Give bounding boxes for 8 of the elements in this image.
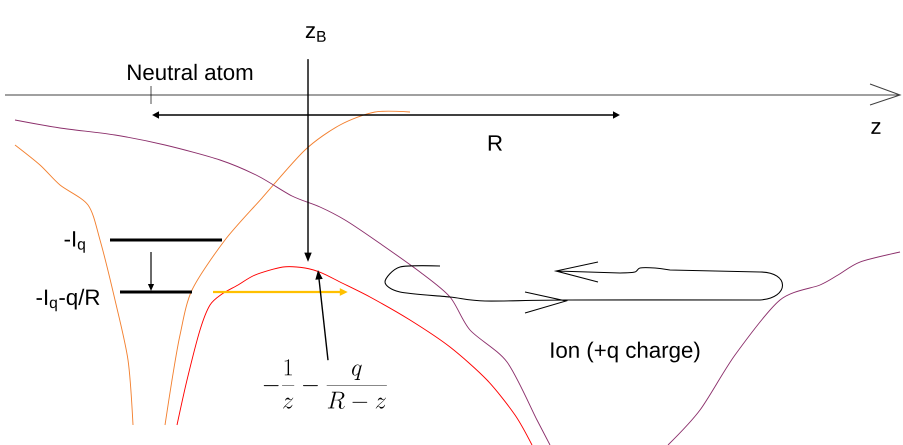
label: -I$_{q}$-q/R [36,288,100,312]
label: -I$_{q}$ [64,231,85,253]
label: Neutral atom [128,64,252,80]
formula: $-\frac{1}{z}-\frac{q}{R-z}$ [264,359,387,409]
axis-label: z$_{B}$ [306,26,326,42]
axis-label: z [871,122,880,134]
axis-label: R [488,135,502,151]
label: Ion (+q charge) [551,342,700,362]
